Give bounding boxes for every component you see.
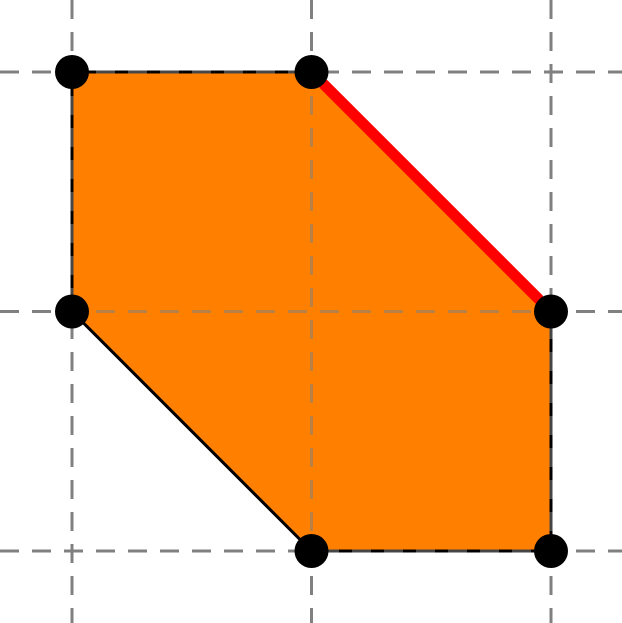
vertex-point xyxy=(534,294,568,329)
highlighted-edge xyxy=(318,79,544,305)
vertex-point xyxy=(294,534,329,568)
vertex-point xyxy=(534,534,568,568)
vertex-point xyxy=(55,55,89,89)
vertex-point xyxy=(294,55,329,89)
highlight-layer xyxy=(318,79,544,305)
vertex-layer xyxy=(55,55,568,568)
vertex-point xyxy=(55,294,89,329)
